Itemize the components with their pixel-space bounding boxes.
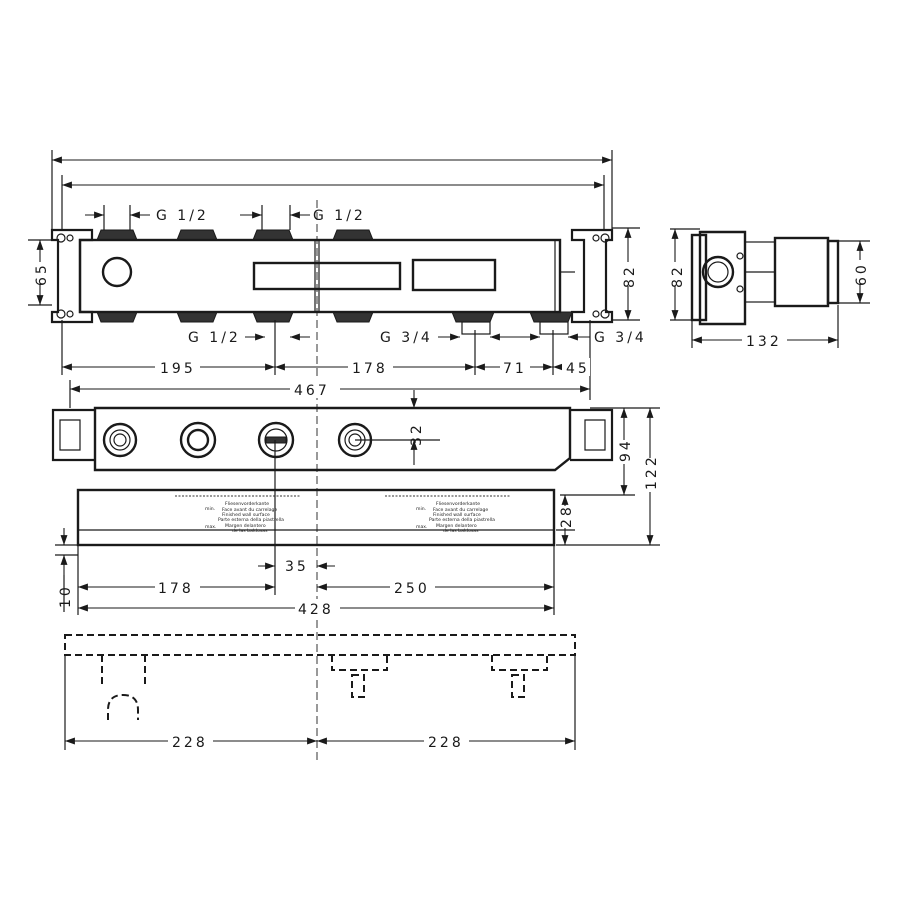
svg-text:de las baldosas: de las baldosas [443, 528, 479, 534]
right-bracket [570, 228, 614, 324]
svg-text:Finished wall surface: Finished wall surface [433, 512, 481, 518]
dim-g-bottom-left: G 1/2 [188, 330, 241, 346]
dim-10: 10 [58, 584, 74, 608]
svg-text:Face avant du carrelage: Face avant du carrelage [433, 507, 488, 513]
dim-195: 195 [160, 361, 196, 377]
dim-side-82: 82 [670, 264, 686, 288]
dim-28: 28 [559, 504, 575, 528]
dim-428: 428 [298, 602, 334, 618]
ports [102, 421, 373, 459]
side-view: 82 60 132 [667, 228, 870, 350]
dim-178-top: 178 [352, 361, 388, 377]
top-inlets [96, 229, 374, 241]
dim-250: 250 [394, 581, 430, 597]
svg-text:max.: max. [205, 525, 216, 530]
dim-32: 32 [409, 422, 425, 446]
svg-text:de las baldosas: de las baldosas [232, 528, 268, 534]
dim-467: 467 [294, 383, 330, 399]
dim-71: 71 [503, 361, 527, 377]
dim-45: 45 [566, 361, 590, 377]
dim-side-132: 132 [746, 334, 782, 350]
dim-g-top-right: G 1/2 [313, 208, 366, 224]
tile-label-left: Fliesenvorderkante Face avant du carrela… [175, 495, 300, 534]
dim-94: 94 [618, 438, 634, 462]
dim-g-bottom-right: G 3/4 [594, 330, 647, 346]
dim-82: 82 [622, 264, 638, 288]
dim-g-bottom-mid: G 3/4 [380, 330, 433, 346]
bottom-outlets [96, 311, 573, 335]
tile-label-plate [76, 488, 556, 547]
svg-text:max.: max. [416, 525, 427, 530]
dim-35: 35 [285, 559, 309, 575]
tile-label-right: Fliesenvorderkante Face avant du carrela… [385, 495, 510, 534]
svg-text:Margen delantero: Margen delantero [225, 523, 266, 529]
valve-body [78, 238, 562, 314]
top-view: G 1/2 G 1/2 65 82 G 1/2 G 3/4 G 3/4 195 … [28, 150, 647, 400]
cutout-left [252, 261, 402, 291]
cutout-right [411, 258, 497, 292]
svg-text:Face avant du carrelage: Face avant du carrelage [222, 507, 277, 513]
dim-122: 122 [644, 454, 660, 490]
svg-text:Margen delantero: Margen delantero [436, 523, 477, 529]
dim-side-60: 60 [854, 262, 870, 286]
dim-g-top-left: G 1/2 [156, 208, 209, 224]
left-bracket [50, 228, 94, 324]
svg-text:min.: min. [205, 506, 215, 512]
svg-text:Parte esterna della piastrella: Parte esterna della piastrella [429, 517, 495, 523]
dim-228-right: 228 [428, 735, 464, 751]
svg-text:Finished wall surface: Finished wall surface [222, 512, 270, 518]
svg-text:Fliesenvorderkante: Fliesenvorderkante [436, 501, 480, 507]
front-body [93, 406, 572, 472]
knob-circle [101, 256, 133, 288]
hidden-outline-view: 228 228 [64, 634, 576, 751]
dim-228-left: 228 [172, 735, 208, 751]
svg-text:min.: min. [416, 506, 426, 512]
dim-65: 65 [34, 262, 50, 286]
svg-text:Parte esterna della piastrella: Parte esterna della piastrella [218, 517, 284, 523]
dim-178-bottom: 178 [158, 581, 194, 597]
svg-text:Fliesenvorderkante: Fliesenvorderkante [225, 501, 269, 507]
front-view: 467 32 Fliesenvorderkante Face avant du … [51, 380, 660, 618]
